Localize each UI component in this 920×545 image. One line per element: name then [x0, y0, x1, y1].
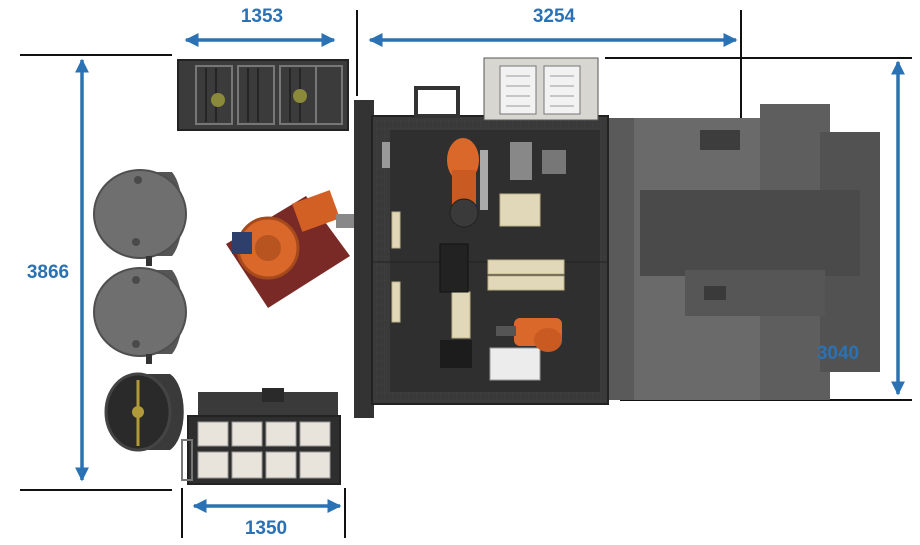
- tank-middle: [93, 267, 187, 364]
- dimension-label-top-right: 3254: [533, 6, 576, 27]
- dimension-arrows: [75, 33, 905, 513]
- dimension-label-bottom-left: 1350: [245, 518, 287, 539]
- robot-cell-center: [226, 190, 354, 308]
- robot-arm-upper: [447, 138, 479, 228]
- dimension-label-left-vertical: 3866: [27, 262, 69, 283]
- magazine-rack-bottom: [181, 388, 341, 485]
- main-enclosure: [354, 57, 609, 418]
- machine-tool-right: [606, 104, 880, 400]
- tank-upper: [93, 169, 187, 266]
- robot-arm-lower: [496, 318, 562, 352]
- tank-lower-open: [104, 372, 184, 452]
- dimension-label-right-vertical: 3040: [817, 343, 859, 364]
- fixture-racks: [391, 193, 565, 381]
- magazine-rack-top: [177, 59, 349, 131]
- dimension-label-top-left: 1353: [241, 6, 283, 27]
